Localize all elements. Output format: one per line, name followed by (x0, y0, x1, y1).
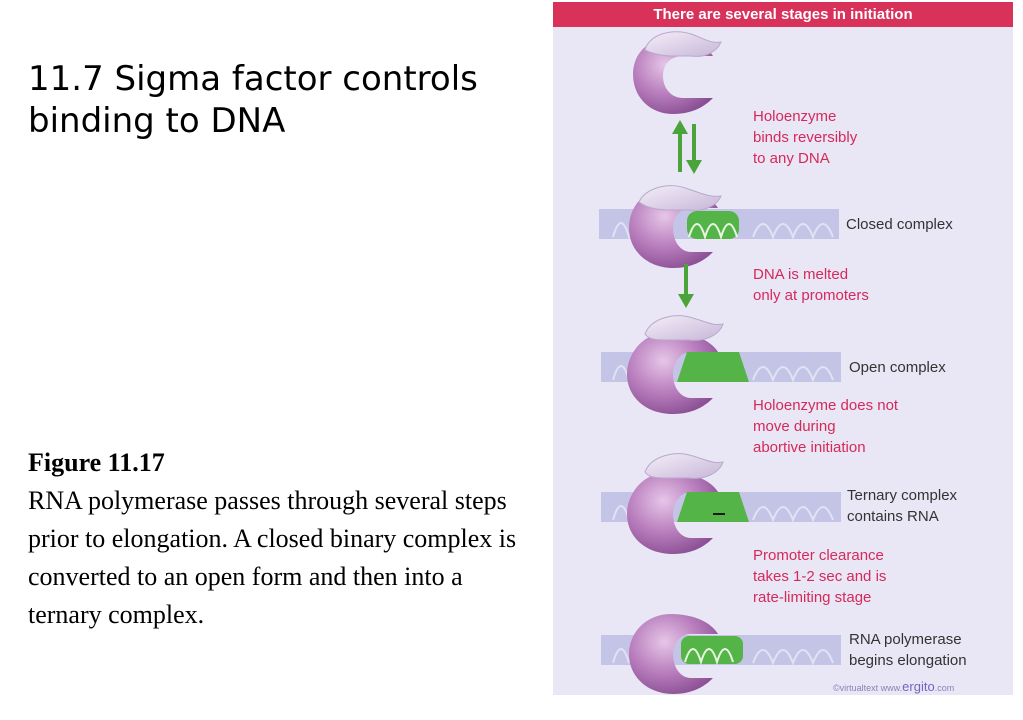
note-line: move during (753, 418, 836, 435)
label-closed-complex: Closed complex (846, 214, 953, 235)
credit-suffix: .com (934, 683, 955, 693)
label-line: Closed complex (846, 216, 953, 233)
note-line: binds reversibly (753, 129, 858, 146)
label-line: begins elongation (849, 652, 967, 669)
holoenzyme-free (633, 31, 722, 114)
figure-credit: ©virtualtext www.ergito.com (833, 679, 954, 694)
label-line: RNA polymerase (849, 631, 962, 648)
label-line: contains RNA (847, 508, 939, 525)
note-line: rate-limiting stage (753, 589, 872, 606)
label-elongation: RNA polymerase begins elongation (849, 629, 967, 671)
note-promoter-clearance: Promoter clearance takes 1-2 sec and is … (753, 545, 886, 608)
figure-header: There are several stages in initiation (553, 2, 1013, 27)
credit-brand: ergito (902, 679, 935, 694)
note-holoenzyme: Holoenzyme binds reversibly to any DNA (753, 106, 857, 169)
note-line: abortive initiation (753, 439, 866, 456)
note-dna-melted: DNA is melted only at promoters (753, 264, 869, 306)
reversible-arrows (672, 120, 702, 174)
label-open-complex: Open complex (849, 357, 946, 378)
note-line: DNA is melted (753, 266, 849, 283)
initiation-diagram: There are several stages in initiation H… (553, 2, 1013, 695)
melting-arrow (678, 264, 694, 308)
label-line: Open complex (849, 359, 946, 376)
label-line: Ternary complex (847, 487, 958, 504)
caption-text: RNA polymerase passes through several st… (28, 486, 517, 629)
diagram-graphics (599, 31, 841, 694)
note-line: Promoter clearance (753, 547, 884, 564)
label-ternary-complex: Ternary complex contains RNA (847, 485, 957, 527)
note-line: to any DNA (753, 150, 830, 167)
note-line: Holoenzyme does not (753, 397, 899, 414)
note-line: Holoenzyme (753, 108, 837, 125)
note-line: only at promoters (753, 287, 869, 304)
note-line: takes 1-2 sec and is (753, 568, 887, 585)
credit-prefix: ©virtualtext www. (833, 683, 903, 693)
slide-title: 11.7 Sigma factor controls binding to DN… (28, 59, 478, 141)
open-complex-graphic (601, 315, 841, 414)
elongation-graphic (601, 614, 841, 694)
note-abortive-initiation: Holoenzyme does not move during abortive… (753, 395, 898, 458)
closed-complex-graphic (599, 185, 839, 268)
figure-label: Figure 11.17 (28, 448, 165, 477)
ternary-complex-graphic (601, 453, 841, 554)
figure-caption: Figure 11.17 RNA polymerase passes throu… (28, 444, 538, 634)
